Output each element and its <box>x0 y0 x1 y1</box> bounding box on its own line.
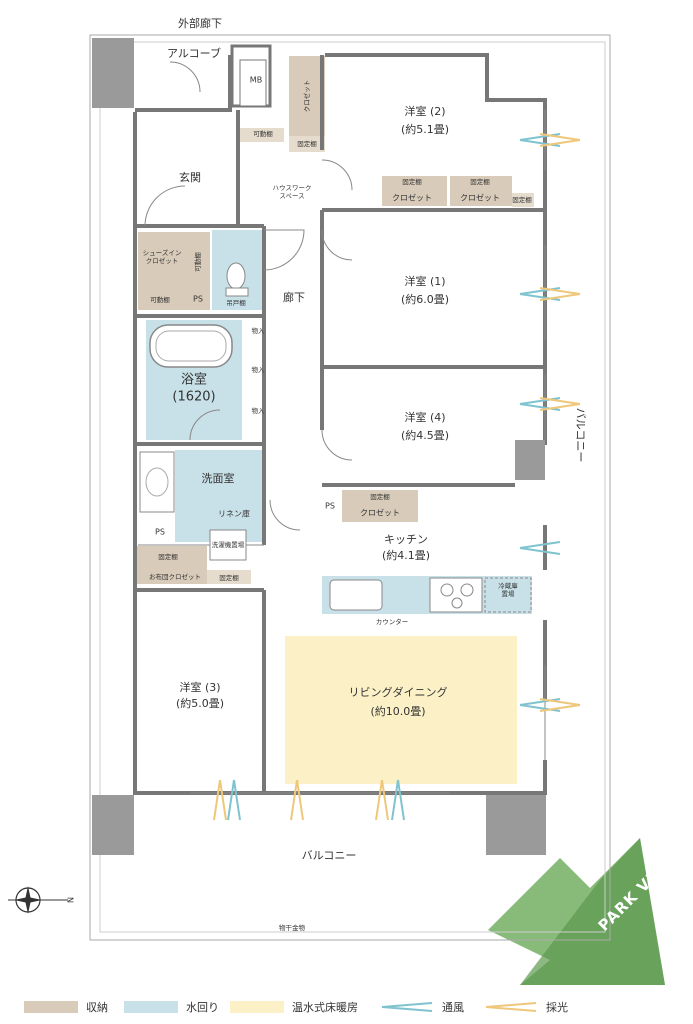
sink <box>329 579 383 611</box>
movable-shelf-label: 可動棚 <box>253 129 273 138</box>
fixed-shelf-label: 固定棚 <box>297 139 317 148</box>
laundry-hardware-label: 物干金物 <box>279 923 306 932</box>
futon-closet <box>137 546 207 584</box>
room-w3-size: (約5.0畳) <box>176 696 224 710</box>
fixed-shelf-label: 固定棚 <box>512 195 532 204</box>
vent-arrows-south <box>213 779 405 821</box>
vent-arrows-east <box>519 133 581 712</box>
living-size: (約10.0畳) <box>370 704 425 718</box>
daylight-arrow-icon <box>485 1002 537 1012</box>
legend-storage-label: 収納 <box>86 1001 108 1014</box>
living-name: リビングダイニング <box>349 685 448 699</box>
linen-label: リネン庫 <box>218 509 250 519</box>
bath-name: 浴室 <box>181 372 207 388</box>
closet-label: クロゼット <box>392 193 432 203</box>
fixed-shelf-label: 固定棚 <box>370 492 390 501</box>
balcony-outline <box>89 34 611 941</box>
balcony-east-label: バルコニー <box>574 408 587 463</box>
fixed-shelf-label: 固定棚 <box>470 177 490 186</box>
legend: 収納 水回り 温水式床暖房 通風 採光 <box>0 995 693 1019</box>
fixed-shelf-label: 固定棚 <box>402 177 422 186</box>
storage-label: 物入 <box>252 326 266 335</box>
shelf-w2 <box>289 136 325 152</box>
ps-label: PS <box>155 528 165 537</box>
room-w1-name: 洋室 (1) <box>404 274 445 288</box>
legend-ventilation: 通風 <box>380 999 464 1015</box>
housework-label: ハウスワークスペース <box>273 184 312 200</box>
corridor-label: 外部廊下 <box>178 16 222 30</box>
shoes-closet <box>138 232 210 310</box>
fixed-shelf-label: 固定棚 <box>158 552 178 561</box>
fridge-space <box>484 577 532 613</box>
closet-label: クロゼット <box>360 508 400 518</box>
kitchen-name: キッチン <box>384 533 428 546</box>
entrance-name: 玄関 <box>179 170 201 184</box>
fridge-label: 冷蔵庫置場 <box>498 581 518 598</box>
bath-size: (1620) <box>172 390 215 405</box>
legend-water-swatch <box>124 1001 178 1013</box>
legend-storage: 収納 <box>24 999 108 1015</box>
room-w4-name: 洋室 (4) <box>404 410 445 424</box>
ps-label: PS <box>193 295 203 304</box>
mb-label: MB <box>250 76 262 85</box>
washroom-area <box>175 450 265 542</box>
movable-v-label: 可動棚 <box>193 252 202 272</box>
legend-daylight-label: 採光 <box>546 1001 568 1014</box>
room-w2-name: 洋室 (2) <box>404 104 445 118</box>
room-w1-size: (約6.0畳) <box>401 292 449 306</box>
north-label: N <box>66 897 75 903</box>
storage-label: 物入 <box>252 406 266 415</box>
closet-w1b <box>450 176 512 206</box>
room-w3-name: 洋室 (3) <box>179 680 220 694</box>
storage-label: 物入 <box>252 365 266 374</box>
legend-floor-heating-label: 温水式床暖房 <box>292 1001 358 1014</box>
living-floor-heating <box>285 636 517 784</box>
hallway-name: 廊下 <box>283 290 305 304</box>
column <box>92 38 134 108</box>
closet-w1a <box>382 176 447 206</box>
hanger-label: 吊戸棚 <box>226 298 246 307</box>
room-w4-size: (約4.5畳) <box>401 428 449 442</box>
legend-daylight: 採光 <box>484 999 568 1015</box>
legend-water: 水回り <box>124 999 219 1015</box>
alcove-label: アルコーブ <box>167 46 221 60</box>
closet-w4 <box>342 490 418 522</box>
balcony-south-label: バルコニー <box>302 849 357 862</box>
closet-label-w2: クロゼット <box>302 80 311 113</box>
room-w2-size: (約5.1畳) <box>401 122 449 136</box>
movable-shelf-label: 可動棚 <box>150 295 170 304</box>
counter-label: カウンター <box>376 617 409 626</box>
legend-floor-heating: 温水式床暖房 <box>230 999 358 1015</box>
fixed-shelf-label: 固定棚 <box>219 573 239 582</box>
wash-place-label: 洗濯機置場 <box>212 540 245 549</box>
kitchen-size: (約4.1畳) <box>382 548 430 562</box>
shoes-closet-label: シューズインクロゼット <box>143 248 182 265</box>
futon-closet-label: お布団クロゼット <box>149 572 201 581</box>
compass-icon <box>8 886 68 914</box>
washroom-name: 洗面室 <box>202 471 235 485</box>
ventilation-arrow-icon <box>381 1002 433 1012</box>
closet-label: クロゼット <box>460 193 500 203</box>
legend-floor-heating-swatch <box>230 1001 284 1013</box>
ps-label: PS <box>325 502 335 511</box>
stove <box>429 577 483 613</box>
legend-water-label: 水回り <box>186 1001 219 1014</box>
washer-space <box>209 529 247 561</box>
legend-ventilation-label: 通風 <box>442 1001 464 1014</box>
toilet <box>226 262 246 290</box>
legend-storage-swatch <box>24 1001 78 1013</box>
